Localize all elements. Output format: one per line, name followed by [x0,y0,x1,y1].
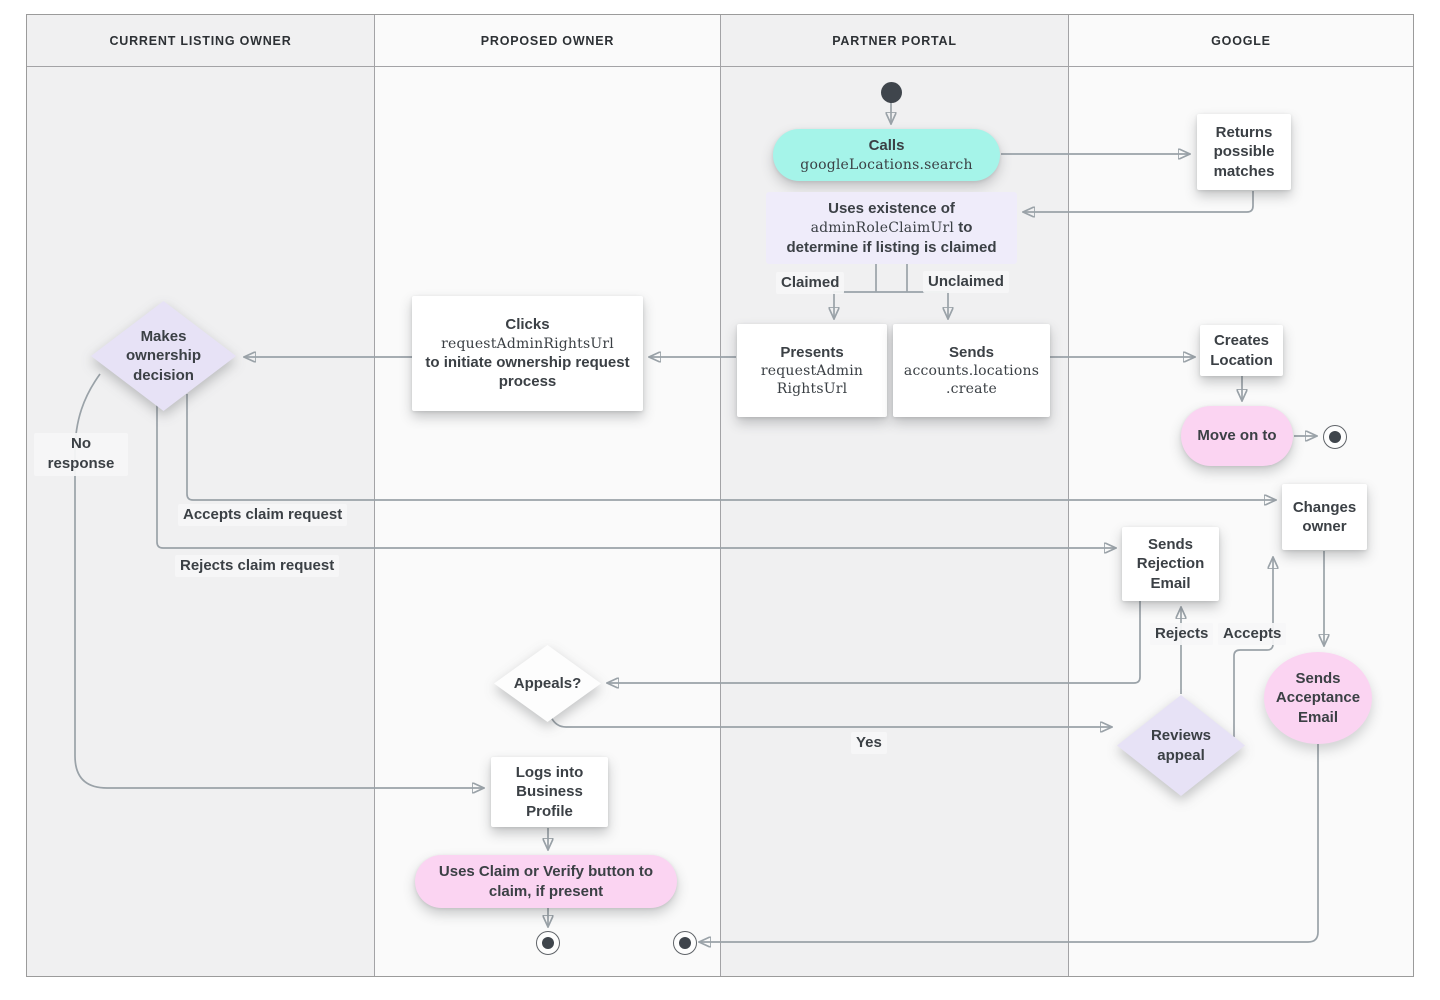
node-uses-line2-suffix: to [958,219,973,237]
node-changes-owner-label: Changes owner [1292,498,1357,536]
end-node-dot [679,937,691,949]
node-logs-into-business-profile: Logs into Business Profile [491,757,608,827]
lane-header-current-listing-owner: CURRENT LISTING OWNER [109,33,292,48]
end-node-claim [536,931,560,955]
lane-proposed-owner [374,15,720,976]
node-uses-line3: determine if listing is claimed [786,238,997,256]
node-sends-create-code: accounts.locations .create [903,363,1040,398]
node-sends-rejection-label: Sends Rejection Email [1136,535,1205,592]
node-uses-existence: Uses existence of adminRoleClaimUrl to d… [766,192,1017,264]
edge-label-yes: Yes [851,732,887,755]
edge-label-claimed: Claimed [776,272,845,295]
node-calls-googlelocations-search: Calls googleLocations.search [773,129,1000,181]
node-clicks-code: requestAdminRightsUrl [441,335,614,352]
node-move-on-label: Move on to [1197,427,1277,445]
node-changes-owner: Changes owner [1282,484,1367,550]
edge-label-accepts-claim-request: Accepts claim request [178,504,348,527]
edge-label-rejects-claim-request: Rejects claim request [175,555,340,578]
end-node-dot [542,937,554,949]
start-node [881,82,902,103]
node-calls-title: Calls [868,137,905,155]
node-appeals: Appeals? [494,645,601,722]
edge-label-rejects: Rejects [1150,623,1214,646]
end-node-dot [1329,431,1341,443]
node-reviews-appeal: Reviews appeal [1117,695,1245,796]
node-presents-code: requestAdmin RightsUrl [760,363,864,398]
lane-header-row: CURRENT LISTING OWNER PROPOSED OWNER PAR… [27,15,1413,67]
node-returns-label: Returns possible matches [1213,123,1275,180]
edge-label-unclaimed: Unclaimed [923,271,1009,294]
node-creates-location: Creates Location [1200,325,1283,376]
node-calls-code: googleLocations.search [800,156,973,173]
node-logs-into-label: Logs into Business Profile [515,763,584,820]
lane-header-google: GOOGLE [1068,15,1413,66]
edge-label-accepts: Accepts [1218,623,1287,646]
node-reviews-appeal-label: Reviews appeal [1150,727,1212,764]
node-uses-claim-label: Uses Claim or Verify button to claim, if… [438,863,654,900]
node-uses-claim-or-verify: Uses Claim or Verify button to claim, if… [415,855,677,908]
node-uses-code: adminRoleClaimUrl [810,220,955,237]
node-presents-title: Presents [780,343,844,361]
node-returns-possible-matches: Returns possible matches [1197,114,1291,190]
lane-current-listing-owner [27,15,374,976]
edge-label-no-response: No response [34,433,128,476]
lane-header-partner-portal: PARTNER PORTAL [720,15,1068,66]
node-sends-accounts-locations-create: Sends accounts.locations .create [893,324,1050,417]
end-node-acceptance [673,931,697,955]
node-uses-line2: adminRoleClaimUrl to [811,218,973,238]
lane-header-proposed-owner: PROPOSED OWNER [374,15,720,66]
end-node-move-on [1323,425,1347,449]
node-presents-requestadminrightsurl: Presents requestAdmin RightsUrl [737,324,887,417]
node-move-on-to: Move on to [1181,406,1293,466]
node-clicks-title: Clicks [505,316,550,334]
node-sends-acceptance-email: Sends Acceptance Email [1264,652,1372,744]
node-sends-acceptance-label: Sends Acceptance Email [1275,669,1361,726]
node-clicks-requestadminrightsurl: Clicks requestAdminRightsUrl to initiate… [412,296,643,411]
node-sends-rejection-email: Sends Rejection Email [1122,527,1219,601]
node-clicks-tail: to initiate ownership request process [425,353,630,391]
node-makes-ownership-decision: Makes ownership decision [91,301,236,411]
node-makes-decision-label: Makes ownership decision [125,327,201,384]
node-creates-location-label: Creates Location [1210,332,1273,369]
node-uses-line1: Uses existence of [828,199,955,217]
node-sends-create-title: Sends [948,343,994,361]
node-appeals-label: Appeals? [513,674,582,692]
